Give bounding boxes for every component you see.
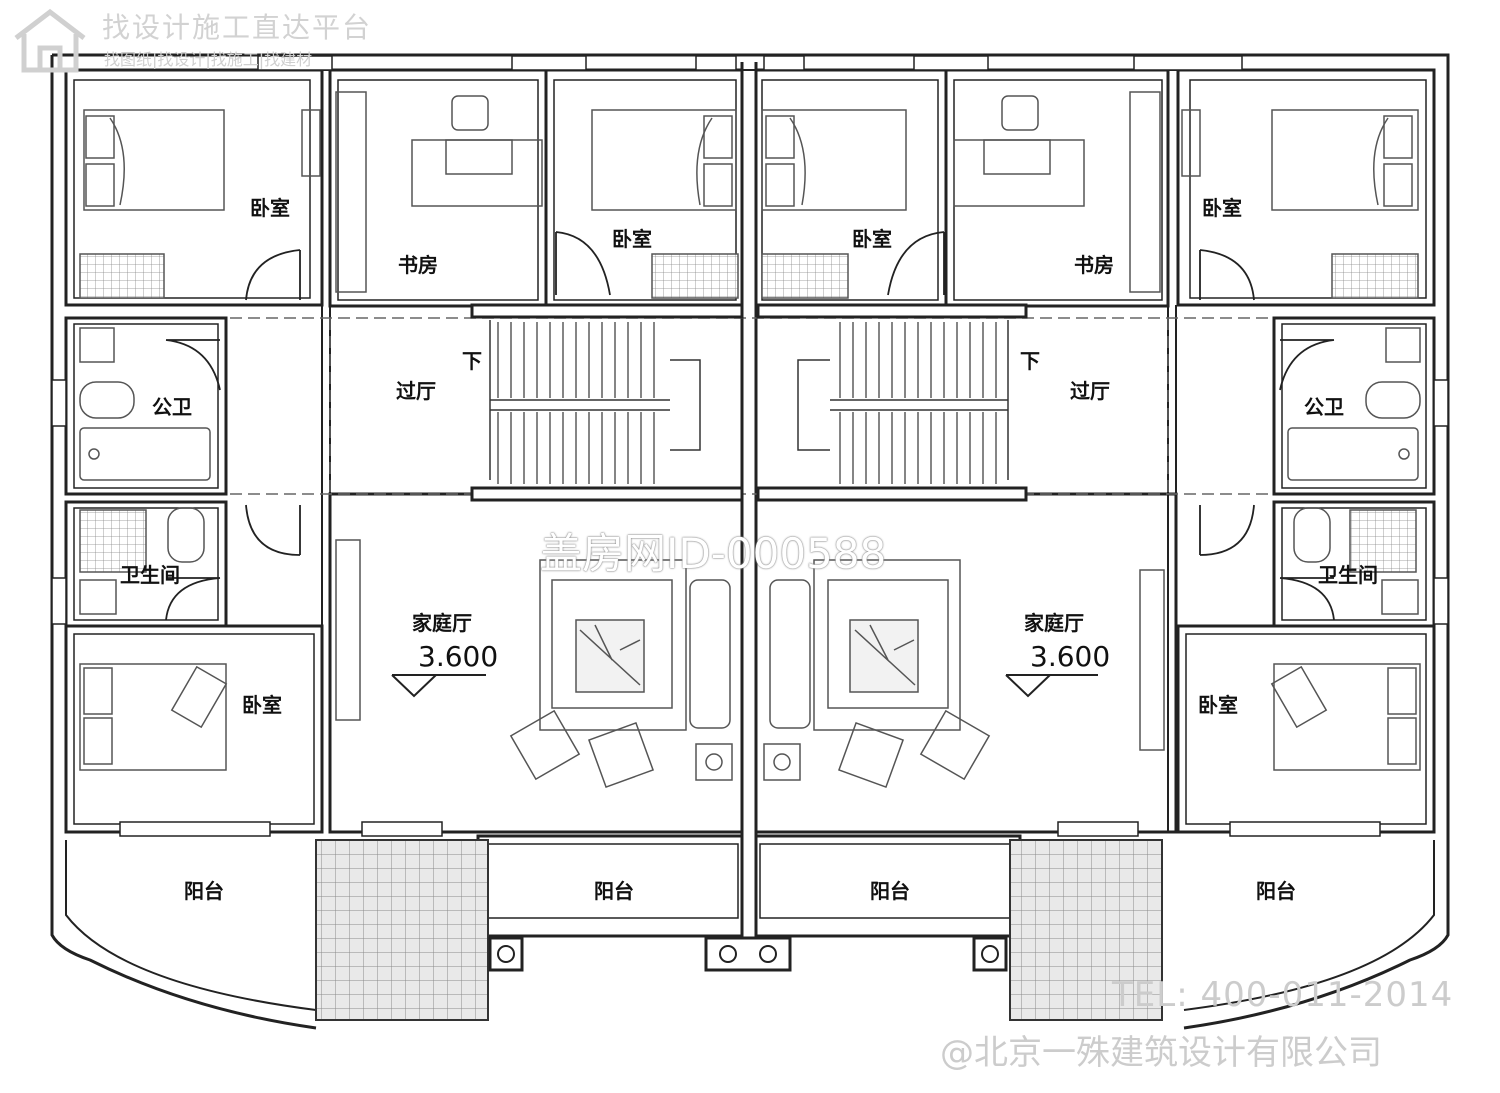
bed-icon bbox=[761, 109, 907, 211]
wardrobe-icon bbox=[1331, 253, 1419, 299]
bathtub-icon bbox=[79, 427, 211, 481]
sofa-set-icon bbox=[813, 559, 961, 731]
watermark-logo-title: 找设计施工直达平台 bbox=[102, 11, 373, 44]
bed-icon bbox=[79, 663, 227, 771]
room-label-bedroom: 卧室 bbox=[1198, 693, 1238, 717]
chair-icon bbox=[1001, 95, 1039, 131]
watermark-center-id: 盖房网ID-000588 bbox=[540, 529, 887, 578]
logo-house-icon bbox=[14, 8, 86, 73]
room-label-family-room: 家庭厅 bbox=[1024, 611, 1084, 635]
walls bbox=[50, 53, 1450, 935]
staircase-left bbox=[489, 320, 701, 480]
desk-icon bbox=[953, 139, 1085, 207]
bed-icon bbox=[591, 109, 737, 211]
room-label-hall: 过厅 bbox=[396, 379, 436, 403]
room-label-balcony: 阳台 bbox=[1256, 879, 1296, 903]
room-label-bedroom: 卧室 bbox=[612, 227, 652, 251]
room-label-balcony: 阳台 bbox=[184, 879, 224, 903]
sink-icon bbox=[1385, 327, 1421, 363]
room-label-public-bath: 公卫 bbox=[152, 395, 192, 419]
hall-dashed-lines bbox=[230, 317, 1270, 495]
room-label-balcony: 阳台 bbox=[870, 879, 910, 903]
room-label-bathroom: 卫生间 bbox=[1318, 563, 1378, 587]
desk-icon bbox=[411, 139, 543, 207]
elevation-label: 3.600 bbox=[418, 640, 498, 673]
doors bbox=[165, 231, 1335, 621]
sink-icon bbox=[79, 327, 115, 363]
stair-down-label: 下 bbox=[1020, 349, 1040, 373]
room-label-public-bath: 公卫 bbox=[1304, 395, 1344, 419]
entry-steps-left bbox=[315, 839, 489, 1021]
toilet-icon bbox=[1365, 381, 1421, 419]
side-table-icon bbox=[695, 743, 733, 781]
room-label-bedroom: 卧室 bbox=[250, 196, 290, 220]
watermark-company: @北京一殊建筑设计有限公司 bbox=[940, 1033, 1382, 1073]
bed-icon bbox=[83, 109, 225, 211]
watermark-telephone: TEL: 400-011-2014 bbox=[1112, 975, 1454, 1015]
shower-icon bbox=[1349, 509, 1417, 573]
toilet-icon bbox=[79, 381, 135, 419]
staircase-right bbox=[797, 320, 1009, 480]
chair-icon bbox=[451, 95, 489, 131]
room-label-study: 书房 bbox=[398, 253, 438, 277]
room-label-bedroom: 卧室 bbox=[852, 227, 892, 251]
side-table-icon bbox=[763, 743, 801, 781]
bathtub-icon bbox=[1287, 427, 1419, 481]
wardrobe-icon bbox=[761, 253, 849, 299]
room-label-hall: 过厅 bbox=[1070, 379, 1110, 403]
room-label-bathroom: 卫生间 bbox=[120, 563, 180, 587]
room-label-study: 书房 bbox=[1074, 253, 1114, 277]
room-label-balcony: 阳台 bbox=[594, 879, 634, 903]
sink-icon bbox=[1381, 579, 1419, 615]
stair-down-label: 下 bbox=[462, 349, 482, 373]
entry-steps-right bbox=[1009, 839, 1163, 1021]
bed-icon bbox=[1271, 109, 1419, 211]
toilet-icon bbox=[167, 507, 205, 563]
toilet-icon bbox=[1293, 507, 1331, 563]
wardrobe-icon bbox=[651, 253, 739, 299]
shower-icon bbox=[79, 509, 147, 573]
room-label-family-room: 家庭厅 bbox=[412, 611, 472, 635]
elevation-label: 3.600 bbox=[1030, 640, 1110, 673]
sink-icon bbox=[79, 579, 117, 615]
room-label-bedroom: 卧室 bbox=[242, 693, 282, 717]
bed-icon bbox=[1273, 663, 1421, 771]
room-label-bedroom: 卧室 bbox=[1202, 196, 1242, 220]
watermark-logo-subtitle: 找图纸|找设计|找施工|找建材 bbox=[104, 50, 313, 69]
sofa-set-icon bbox=[539, 559, 687, 731]
wardrobe-icon bbox=[79, 253, 165, 299]
